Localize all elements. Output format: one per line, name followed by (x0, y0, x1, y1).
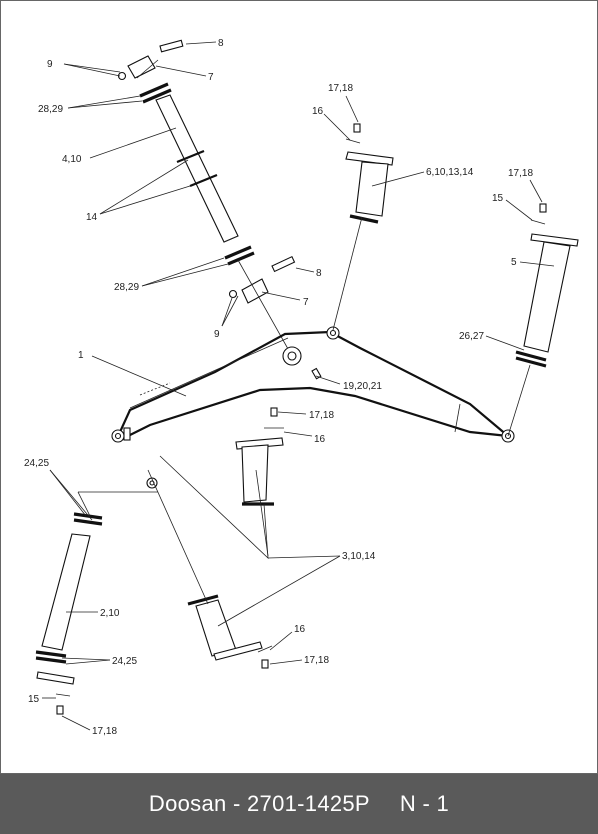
callout-2-10: 2,10 (100, 608, 120, 619)
link-line-3b (147, 469, 209, 605)
callout-19-20-21: 19,20,21 (343, 381, 382, 392)
pin-assembly-top (117, 39, 184, 81)
footer-part-number: 2701-1425P (247, 791, 370, 816)
callout-28-29-mid: 28,29 (114, 282, 139, 293)
callout-4-10: 4,10 (62, 154, 82, 165)
axis-line-4 (237, 259, 293, 357)
callout-17-18-d: 17,18 (304, 655, 329, 666)
footer-separator: - (232, 791, 241, 816)
footer-page: N - 1 (399, 791, 450, 816)
footer-caption: Doosan - 2701-1425P N - 1 (0, 774, 598, 834)
callout-8-top: 8 (218, 38, 224, 49)
leader-lines (42, 41, 555, 731)
callout-9-top: 9 (47, 59, 53, 70)
callout-28-29-top: 28,29 (38, 104, 63, 115)
boom (111, 326, 515, 489)
callout-14: 14 (86, 212, 98, 223)
callout-17-18-e: 17,18 (92, 726, 117, 737)
callout-15-e: 15 (28, 694, 40, 705)
callout-16-c: 16 (314, 434, 326, 445)
callout-3-10-14: 3,10,14 (342, 551, 376, 562)
callout-7-mid: 7 (303, 297, 309, 308)
cylinder-2-10 (35, 491, 158, 715)
cylinder-6-10-13-14 (332, 123, 394, 331)
cylinder-3-10-14-upper (235, 407, 284, 506)
cylinder-3-10-14-lower (187, 594, 273, 669)
callout-1: 1 (78, 350, 84, 361)
callout-5: 5 (511, 257, 517, 268)
callout-7-top: 7 (208, 72, 214, 83)
callout-15-b: 15 (492, 193, 504, 204)
cylinder-4-10 (139, 82, 255, 266)
pin-assembly-mid (228, 255, 296, 304)
callout-6-10-13-14: 6,10,13,14 (426, 167, 474, 178)
callout-8-mid: 8 (316, 268, 322, 279)
footer-brand: Doosan (148, 791, 227, 816)
cylinder-5 (507, 203, 579, 437)
callout-24-25-top: 24,25 (24, 458, 49, 469)
callout-16-a: 16 (312, 106, 324, 117)
parts-diagram: 9 8 7 28,29 4,10 14 28,29 8 7 9 17,18 16… (24, 38, 579, 737)
diagram-frame (0, 0, 598, 774)
callout-9-mid: 9 (214, 329, 220, 340)
callout-17-18-b: 17,18 (508, 168, 533, 179)
callout-17-18-c: 17,18 (309, 410, 334, 421)
callout-17-18-a: 17,18 (328, 83, 353, 94)
callout-26-27: 26,27 (459, 331, 484, 342)
callout-24-25-bot: 24,25 (112, 656, 137, 667)
callout-16-d: 16 (294, 624, 306, 635)
callout-labels: 9 8 7 28,29 4,10 14 28,29 8 7 9 17,18 16… (24, 38, 533, 737)
